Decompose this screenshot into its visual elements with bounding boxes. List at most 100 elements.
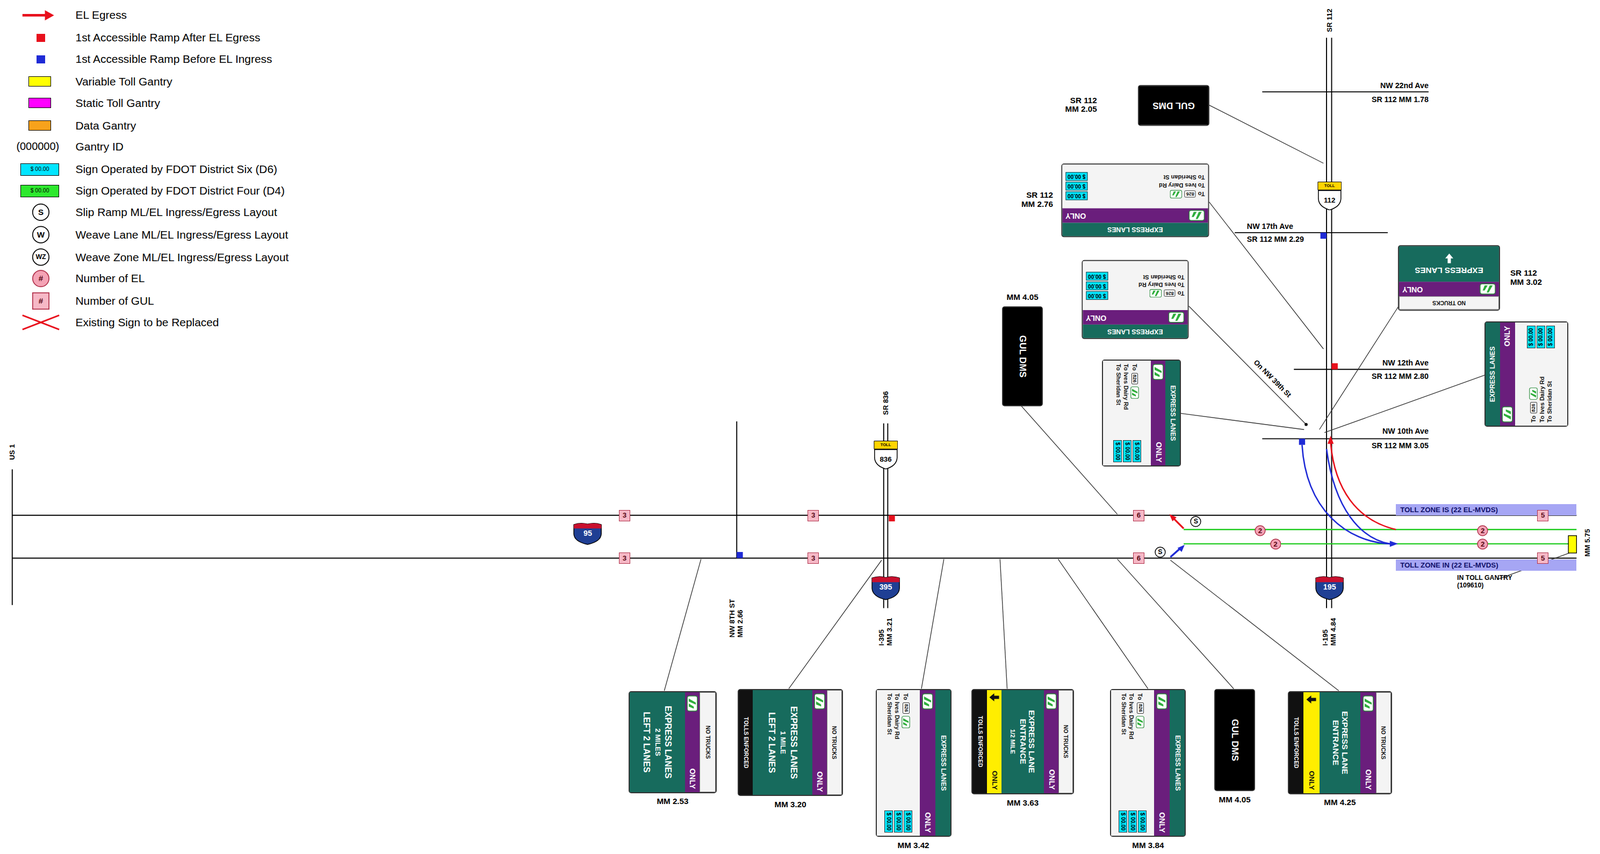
purple-panel: ONLY [919,689,935,836]
toll-price: $ 00.00 [894,810,903,833]
logo-frame [1480,283,1496,294]
gantry-label: IN TOLL GANTRY (109610) [1457,574,1515,589]
destination-text: To Ives Dairy Rd [1539,376,1546,423]
milemarker-label: SR 112 MM 1.78 [1371,95,1429,105]
route-shield: TOLL836 [873,440,899,470]
shield-band [1315,576,1344,582]
guide-sign: NO TRUCKSONLYEXPRESS LANES1 MILELEFT 2 L… [737,688,843,796]
legend-swatch [28,120,52,131]
count-text: 6 [1136,554,1141,562]
header-text: EXPRESS LANES [1489,346,1497,402]
shield-text: 836 [879,449,892,470]
plaque-text: TOLLS ENFORCED [1292,716,1299,769]
guide-text: EXPRESS LANE ENTRANCE [1018,693,1036,790]
legend-slip-circle [32,204,49,221]
lane-arrow [1444,253,1453,264]
logo-mark [1171,313,1182,321]
gul-count: 3 [618,552,631,564]
express-lanes-logo [921,693,933,710]
legend-weave-zone-circle [32,248,49,265]
band-text: TOLL ZONE IS (22 EL-MVDS) [1400,506,1498,514]
ramp-before-ingress [1320,232,1327,239]
dms-sign-node: GUL DMSMM 4.05 [1002,306,1043,407]
count-text: 3 [622,511,627,519]
guide-sign: NO TRUCKSONLYEXPRESS LANE ENTRANCE1/2 MI… [971,688,1075,795]
destination-text: To Sheridan St [1546,376,1554,423]
shield-body [871,576,900,600]
milemarker-label: MM 3.63 [1006,798,1039,808]
guide-sign-node: NO TRUCKSONLYEXPRESS LANE ENTRANCE1/2 MI… [971,688,1075,795]
destination-row: To826 [901,693,911,739]
logo-mark [1137,717,1144,726]
cross-street [1293,368,1429,370]
dms-text: GUL DMS [1017,335,1028,378]
legend-text: EL Egress [75,8,128,22]
cross-street [1262,437,1429,439]
price-column: $ 00.00$ 00.00$ 00.00 [884,810,913,833]
guide-sign: EXPRESS LANESONLYTo826To Ives Dairy RdTo… [1081,260,1189,340]
toll-banner [1317,182,1342,191]
circle-outline [1255,525,1266,536]
green-panel: EXPRESS LANE ENTRANCE [1319,692,1361,794]
legend-gul-square [32,292,49,309]
logo-mark [1151,290,1160,297]
guide-text: 1/2 MILE [1009,729,1017,754]
gul-count: 5 [1537,509,1549,522]
shield-text: 112 [1323,190,1336,211]
lane-arrow [1306,695,1317,704]
milemarker-label: MM 3.20 [774,800,807,810]
price-column: $ 00.00$ 00.00$ 00.00 [1119,810,1148,833]
express-lanes-logo [813,693,826,710]
destination-text: To Sheridan St [1138,274,1185,281]
header-text: EXPRESS LANES [1107,327,1163,336]
only-text: ONLY [1154,441,1163,463]
dms-text: GUL DMS [1229,718,1241,761]
destination-text: To Ives Dairy Rd [1158,182,1205,189]
logo-frame [1170,190,1183,198]
toll-price: $ 00.00 [1537,326,1546,349]
plaque-text: NO TRUCKS [831,725,838,760]
destination-text: To Ives Dairy Rd [894,693,901,739]
gul-count: 5 [1537,552,1549,564]
el-count: 2 [1476,524,1489,537]
leader-line [1324,374,1487,433]
white-panel: NO TRUCKS [1375,692,1391,794]
leader-line [664,558,701,691]
logo-frame [1502,406,1513,422]
milemarker-label: SR 112 MM 2.29 [1247,235,1304,244]
legend-text: Data Gantry [75,119,137,133]
mainline [12,557,1577,559]
destination-text: To [1198,190,1206,198]
ramp-before-ingress [736,551,743,558]
shield-body [874,449,898,470]
gul-panel: GUL DMS [1215,689,1254,790]
legend-x-line [22,315,60,330]
logo-frame [1189,210,1205,221]
express-lanes-logo [1502,406,1514,423]
leader-line [921,558,944,689]
legend-weave-circle [32,226,49,243]
arrow-head [1169,514,1177,522]
logo-frame [687,695,698,711]
destination-text: To Ives Dairy Rd [1128,693,1136,739]
purple-panel: ONLY [1082,310,1188,325]
route-shield: 826 [1136,702,1144,714]
count-text: 3 [811,511,816,519]
circle-outline [1270,538,1281,550]
layout-letter: S [1157,548,1163,556]
header-text: EXPRESS LANES [1107,225,1163,234]
legend-text: Existing Sign to be Replaced [75,315,220,329]
leader-line [1170,559,1339,691]
count-text: 5 [1540,554,1545,562]
shield-text: 395 [879,582,893,591]
milemarker-label: MM 5.75 [1583,529,1592,558]
street-name: NW 22nd Ave [1380,81,1429,91]
shield-text: TOLL [880,440,892,450]
purple-panel: ONLY [1062,208,1208,223]
toll-price: $ 00.00 [1132,440,1142,463]
shield-text: 195 [1323,582,1337,591]
milemarker-label: MM 4.05 [1006,292,1039,302]
header-panel: EXPRESS LANES [1082,324,1188,338]
destination-row: To826 [1529,376,1539,423]
circle-outline [1477,538,1488,550]
